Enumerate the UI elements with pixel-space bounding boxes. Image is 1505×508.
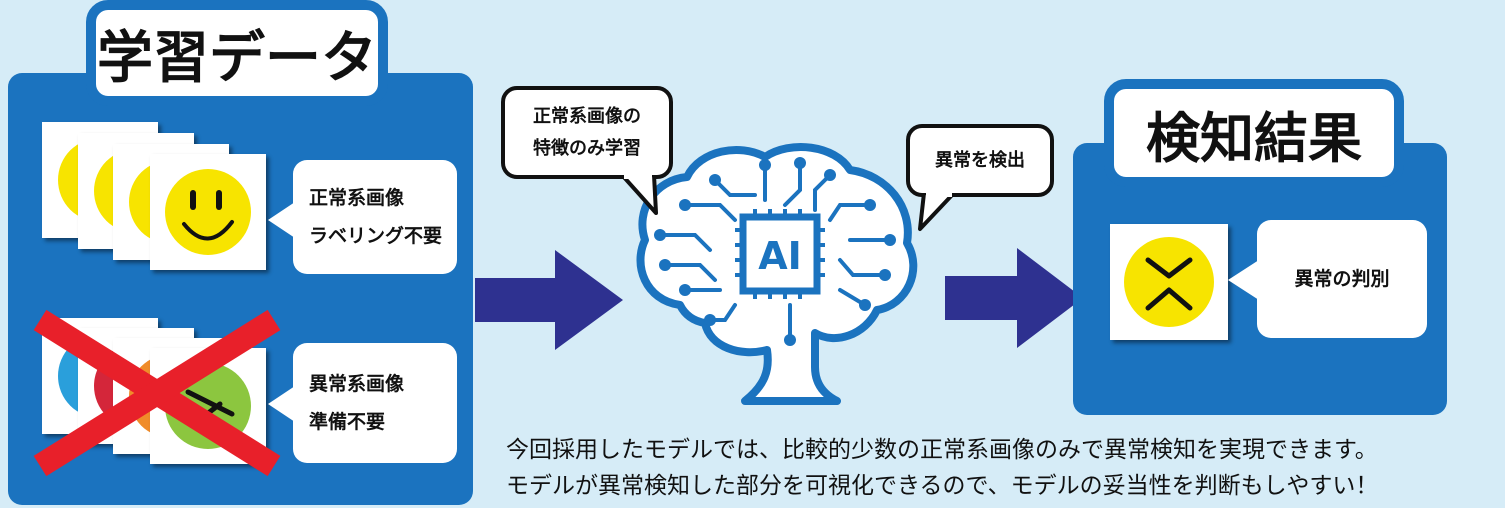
caption-line-1: 今回採用したモデルでは、比較的少数の正常系画像のみで異常検知を実現できます。 <box>506 437 1378 463</box>
normal-image-label: 正常系画像 ラベリング不要 <box>293 160 457 274</box>
bubble-left-tail <box>620 175 658 215</box>
right-arrow-icon <box>945 248 1083 348</box>
smiley-face-icon <box>165 169 251 255</box>
detection-result-title-text: 検知結果 <box>1146 106 1362 170</box>
anomaly-label-pointer <box>268 384 298 424</box>
result-label-pointer <box>1228 258 1262 302</box>
caption-line-2: モデルが異常検知した部分を可視化できるので、モデルの妥当性を判断もしやすい！ <box>506 473 1379 499</box>
result-label: 異常の判別 <box>1257 220 1427 338</box>
training-data-title-text: 学習データ <box>97 25 377 91</box>
detect-anomaly-bubble: 異常を検出 <box>906 124 1054 197</box>
result-image-card <box>1110 224 1228 340</box>
bubble-right-text: 異常を検出 <box>935 149 1025 171</box>
learn-normal-features-bubble: 正常系画像の 特徴のみ学習 <box>501 86 673 179</box>
normal-label-line-2: ラベリング不要 <box>309 225 443 247</box>
normal-image-card-front <box>150 154 266 270</box>
red-cross-icon <box>33 309 281 477</box>
right-arrow-icon <box>475 250 623 350</box>
caption: 今回採用したモデルでは、比較的少数の正常系画像のみで異常検知を実現できます。 モ… <box>506 432 1378 504</box>
anomaly-label-line-2: 準備不要 <box>309 411 386 433</box>
detection-result-title: 検知結果 <box>1104 79 1404 187</box>
result-label-text: 異常の判別 <box>1294 268 1390 290</box>
bubble-left-line-1: 正常系画像の <box>533 105 641 127</box>
bubble-right-tail <box>918 193 956 231</box>
anomaly-label-line-1: 異常系画像 <box>309 373 405 395</box>
brain-chip-text: AI <box>758 234 802 278</box>
training-data-title: 学習データ <box>86 0 388 106</box>
bubble-left-line-2: 特徴のみ学習 <box>533 137 641 159</box>
ai-brain-icon: AI <box>636 143 918 405</box>
anomaly-image-label: 異常系画像 準備不要 <box>293 343 457 463</box>
normal-label-pointer <box>268 200 298 240</box>
anomaly-face-icon <box>1124 237 1214 327</box>
normal-label-line-1: 正常系画像 <box>309 187 405 209</box>
